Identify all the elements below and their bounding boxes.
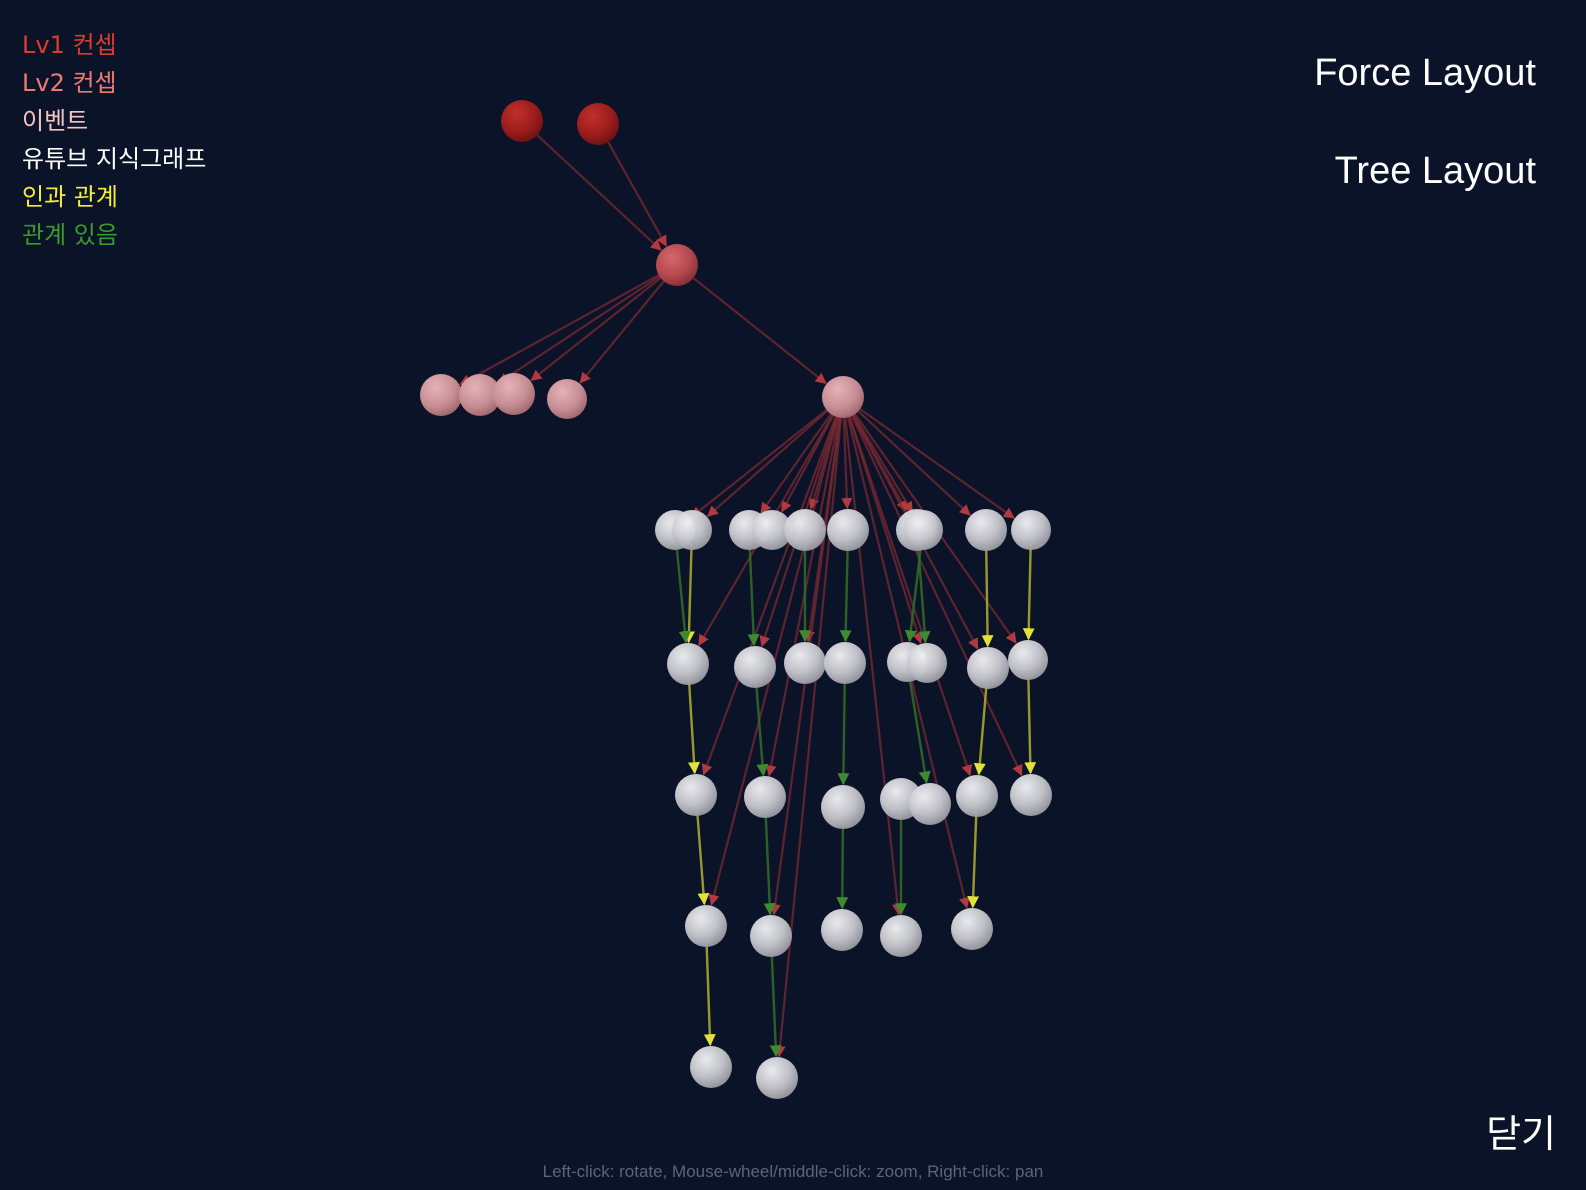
concept-edge-L1a-L2 [532,130,662,251]
concept-edge-E5-A10 [854,404,1015,519]
node-layer [420,100,1052,1099]
tree-layout-button[interactable]: Tree Layout [1334,150,1536,192]
legend-item-causal-relation: 인과 관계 [22,183,118,211]
concept-edge-E5-C7 [848,409,1023,777]
event-node-E3[interactable] [493,373,535,415]
related-edge-B2-C2 [754,681,769,777]
causal-edge-C6-D5 [967,810,980,909]
youtube-kg-node-C5[interactable] [909,783,951,825]
legend-item-youtube-knowledge-graph: 유튜브 지식그래프 [22,145,207,173]
youtube-kg-node-B8[interactable] [1008,640,1048,680]
youtube-kg-node-F2[interactable] [756,1057,798,1099]
youtube-kg-node-D5[interactable] [951,908,993,950]
youtube-kg-node-C1[interactable] [675,774,717,816]
youtube-kg-node-C7[interactable] [1010,774,1052,816]
concept-edge-E5-C6 [846,410,973,777]
youtube-kg-node-B3[interactable] [784,642,826,684]
concept-edge-E5-D4 [843,411,904,916]
youtube-kg-node-D3[interactable] [821,909,863,951]
youtube-kg-node-C6[interactable] [956,775,998,817]
causal-edge-D1-F1 [703,940,716,1047]
related-edge-A6-B4 [839,544,852,643]
concept-edge-L2-E5 [687,273,827,385]
causal-edge-A10-B8 [1022,543,1035,641]
lv1-concept-node-L1a[interactable] [501,100,543,142]
concept-edge-L2-E2 [497,272,666,384]
related-edge-D2-F2 [769,950,782,1058]
youtube-kg-node-D1[interactable] [685,905,727,947]
close-button[interactable]: 닫기 [1486,1112,1556,1156]
causal-edge-A9-B7 [981,544,994,648]
youtube-kg-node-A2[interactable] [672,510,712,550]
controls-hint: Left-click: rotate, Mouse-wheel/middle-c… [542,1162,1044,1181]
concept-edge-E5-A9 [853,406,971,516]
youtube-kg-node-B4[interactable] [824,642,866,684]
event-node-E1[interactable] [420,374,462,416]
related-edge-B4-C3 [837,677,850,786]
legend-item-lv2-concept: Lv2 컨셉 [22,69,117,97]
youtube-kg-node-B1[interactable] [667,643,709,685]
youtube-kg-node-A8[interactable] [903,510,943,550]
youtube-kg-node-D4[interactable] [880,915,922,957]
concept-edge-E5-A2 [706,405,833,517]
legend-item-lv1-concept: Lv1 컨셉 [22,31,117,59]
concept-edge-E5-A6 [841,411,853,510]
related-edge-A7-B6 [916,544,931,644]
legend-item-event: 이벤트 [22,107,89,135]
related-edge-A1-B1 [675,543,691,644]
causal-edge-B7-C6 [973,682,988,776]
lv1-concept-node-L1b[interactable] [577,103,619,145]
youtube-kg-node-B2[interactable] [734,646,776,688]
concept-edge-L2-E3 [530,273,667,382]
youtube-kg-node-A10[interactable] [1011,510,1051,550]
related-edge-C3-D3 [836,822,849,910]
event-node-E4[interactable] [547,379,587,419]
edge-layer [459,130,1037,1058]
youtube-kg-node-F1[interactable] [690,1046,732,1088]
youtube-kg-node-A9[interactable] [965,509,1007,551]
legend-item-related: 관계 있음 [22,221,118,249]
related-edge-B5-C5 [908,675,931,784]
concept-edge-E5-D1 [708,410,841,906]
concept-edge-E5-A3 [760,408,836,514]
force-layout-button[interactable]: Force Layout [1314,52,1536,94]
legend: Lv1 컨셉 Lv2 컨셉 이벤트 유튜브 지식그래프 인과 관계 관계 있음 [22,26,206,254]
event-node-E2[interactable] [459,374,501,416]
youtube-kg-node-C3[interactable] [821,785,865,829]
youtube-kg-node-A6[interactable] [827,509,869,551]
lv2-concept-node-L2[interactable] [656,244,698,286]
concept-edge-E5-A1 [690,405,833,518]
youtube-kg-node-A5[interactable] [784,509,826,551]
causal-edge-B1-C1 [687,678,701,775]
youtube-kg-node-C2[interactable] [744,776,786,818]
related-edge-C2-D2 [763,811,776,916]
youtube-kg-node-B6[interactable] [907,643,947,683]
youtube-kg-node-B7[interactable] [967,647,1009,689]
causal-edge-B8-C7 [1024,673,1037,775]
youtube-kg-node-D2[interactable] [750,915,792,957]
causal-edge-A2-B1 [683,543,696,644]
event-node-E5[interactable] [822,376,864,418]
youtube-kg-node-A4[interactable] [752,510,792,550]
concept-edge-L2-E1 [459,271,665,386]
concept-edge-E5-A4 [780,409,838,513]
concept-edge-L1b-L2 [604,136,668,247]
causal-edge-C1-D1 [695,809,710,906]
related-edge-A3-B2 [747,543,760,647]
concept-edge-L2-E4 [579,275,669,384]
concept-edge-E5-A8 [849,409,914,513]
concept-edge-E5-C1 [701,410,839,776]
